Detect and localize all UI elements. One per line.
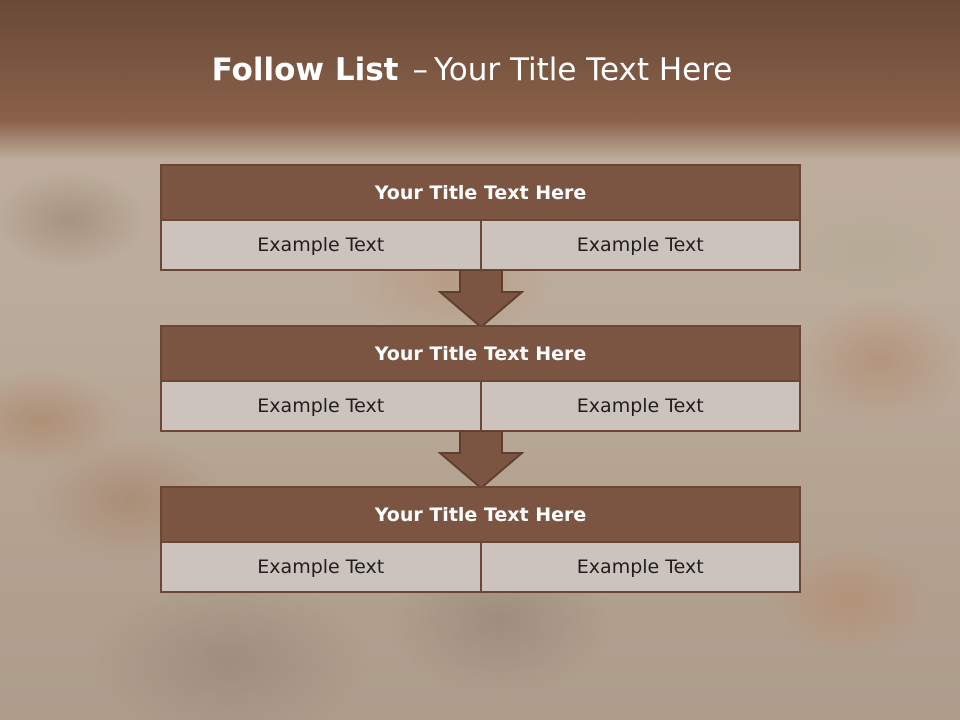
block-cell-right: Example Text bbox=[479, 221, 799, 269]
slide-title: Follow List–Your Title Text Here bbox=[0, 52, 944, 88]
title-text: Your Title Text Here bbox=[433, 52, 733, 88]
block-title: Your Title Text Here bbox=[160, 486, 801, 543]
list-block-3: Your Title Text Here Example Text Exampl… bbox=[160, 486, 801, 593]
block-cell-right: Example Text bbox=[479, 543, 799, 591]
list-block-1: Your Title Text Here Example Text Exampl… bbox=[160, 164, 801, 271]
title-separator: – bbox=[412, 52, 428, 88]
block-row: Example Text Example Text bbox=[160, 543, 801, 593]
title-bold: Follow List bbox=[211, 52, 399, 88]
title-band bbox=[0, 0, 960, 160]
arrow-down-icon bbox=[438, 431, 524, 489]
block-cell-left: Example Text bbox=[162, 382, 480, 430]
block-title: Your Title Text Here bbox=[160, 325, 801, 382]
block-row: Example Text Example Text bbox=[160, 221, 801, 271]
block-row: Example Text Example Text bbox=[160, 382, 801, 432]
list-block-2: Your Title Text Here Example Text Exampl… bbox=[160, 325, 801, 432]
block-cell-left: Example Text bbox=[162, 221, 480, 269]
arrow-down-icon bbox=[438, 270, 524, 328]
block-cell-right: Example Text bbox=[479, 382, 799, 430]
block-title: Your Title Text Here bbox=[160, 164, 801, 221]
block-cell-left: Example Text bbox=[162, 543, 480, 591]
